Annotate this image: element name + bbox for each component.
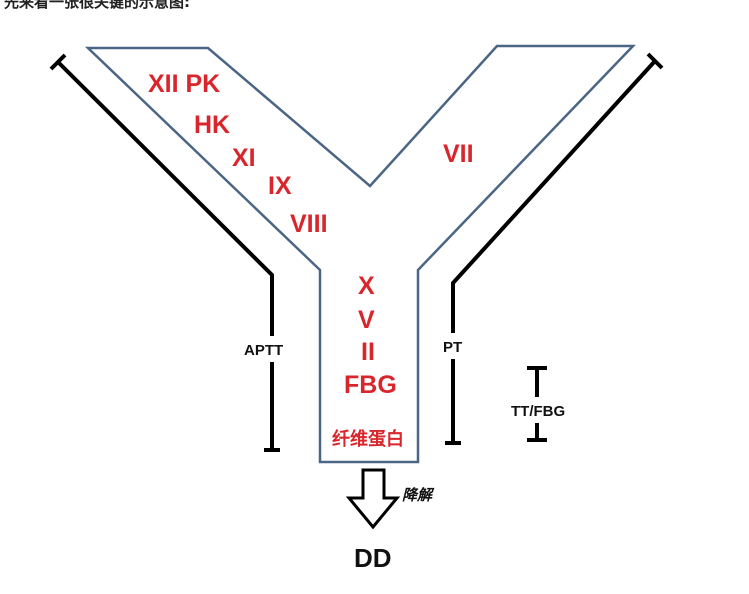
pt-label: PT [443, 339, 462, 356]
fibrin-label: 纤维蛋白 [332, 428, 404, 450]
factor-xii-pk: XII PK [148, 70, 220, 98]
degradation-label: 降解 [402, 486, 435, 504]
tt-fbg-label: TT/FBG [511, 403, 565, 420]
factor-ii: II [361, 338, 375, 366]
pt-bracket [445, 52, 664, 445]
factor-viii: VIII [290, 210, 328, 238]
down-arrow-icon [345, 468, 401, 530]
caption-text: 先来看一张很关键的示意图: [4, 0, 190, 11]
factor-x: X [358, 272, 375, 300]
y-pathway-outline [84, 44, 636, 464]
factor-fbg: FBG [344, 371, 397, 399]
aptt-bracket [49, 53, 280, 452]
dd-label: DD [354, 543, 392, 573]
factor-xi: XI [232, 144, 256, 172]
factor-hk: HK [194, 111, 230, 139]
factor-vii: VII [443, 140, 474, 168]
factor-v: V [358, 306, 375, 334]
factor-ix: IX [268, 172, 292, 200]
aptt-label: APTT [244, 342, 283, 359]
